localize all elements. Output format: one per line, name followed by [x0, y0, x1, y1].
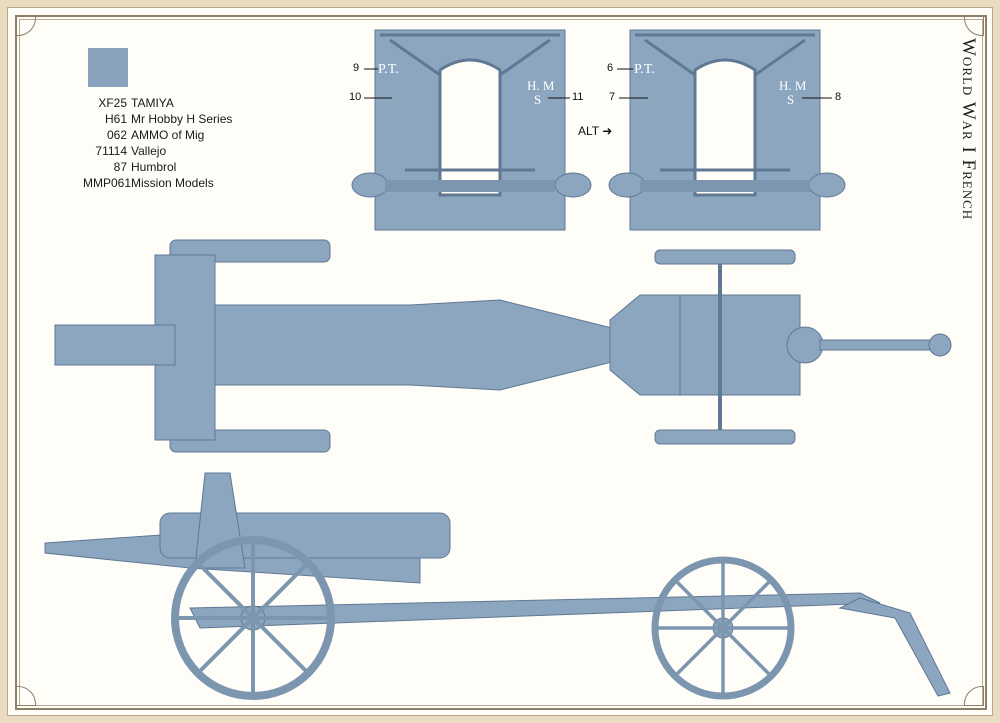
shield-front-view-right: [608, 29, 846, 231]
decal-callout: 9: [353, 62, 360, 74]
marking-pt: P.T.: [378, 62, 399, 77]
paint-brand: Vallejo: [131, 144, 167, 158]
paint-brand: TAMIYA: [131, 96, 174, 110]
paint-code: H61: [104, 112, 127, 126]
decal-callout: 10: [349, 91, 362, 103]
gun-side-view: [44, 472, 951, 700]
paint-code: XF25: [98, 96, 127, 110]
marking-s: S: [534, 92, 542, 107]
marking-s: S: [787, 92, 795, 107]
paint-code: 062: [106, 128, 127, 142]
paint-row: XF25 TAMIYA: [83, 95, 232, 111]
gun-top-view: [54, 239, 952, 453]
color-swatch: [88, 48, 128, 87]
paint-code: 71114: [95, 144, 127, 158]
alt-text: ALT: [578, 124, 599, 138]
decal-callout: 7: [609, 91, 616, 103]
paint-brand: AMMO of Mig: [131, 128, 205, 142]
paint-row: 87 Humbrol: [83, 159, 232, 175]
shield-front-view-left: [351, 29, 592, 231]
marking-hm: H. M: [527, 78, 555, 93]
paint-reference-list: XF25 TAMIYA H61 Mr Hobby H Series 062 AMMO …: [83, 95, 232, 191]
marking-hm: H. M: [779, 78, 807, 93]
alt-label: ALT ➜: [578, 124, 612, 138]
paint-code: MMP061: [83, 176, 132, 190]
paint-brand: Mission Models: [131, 176, 214, 190]
paint-row: 71114 Vallejo: [83, 143, 232, 159]
paint-row: H61 Mr Hobby H Series: [83, 111, 232, 127]
paint-brand: Mr Hobby H Series: [131, 112, 233, 126]
decal-callout: 8: [835, 91, 842, 103]
inner-frame: [15, 15, 987, 710]
paint-brand: Humbrol: [131, 160, 177, 174]
decal-callout: 11: [572, 91, 584, 103]
arrow-right-icon: ➜: [602, 124, 613, 138]
paint-code: 87: [113, 160, 127, 174]
decal-callout: 6: [607, 62, 614, 74]
paint-row: 062 AMMO of Mig: [83, 127, 232, 143]
marking-pt: P.T.: [634, 62, 655, 77]
